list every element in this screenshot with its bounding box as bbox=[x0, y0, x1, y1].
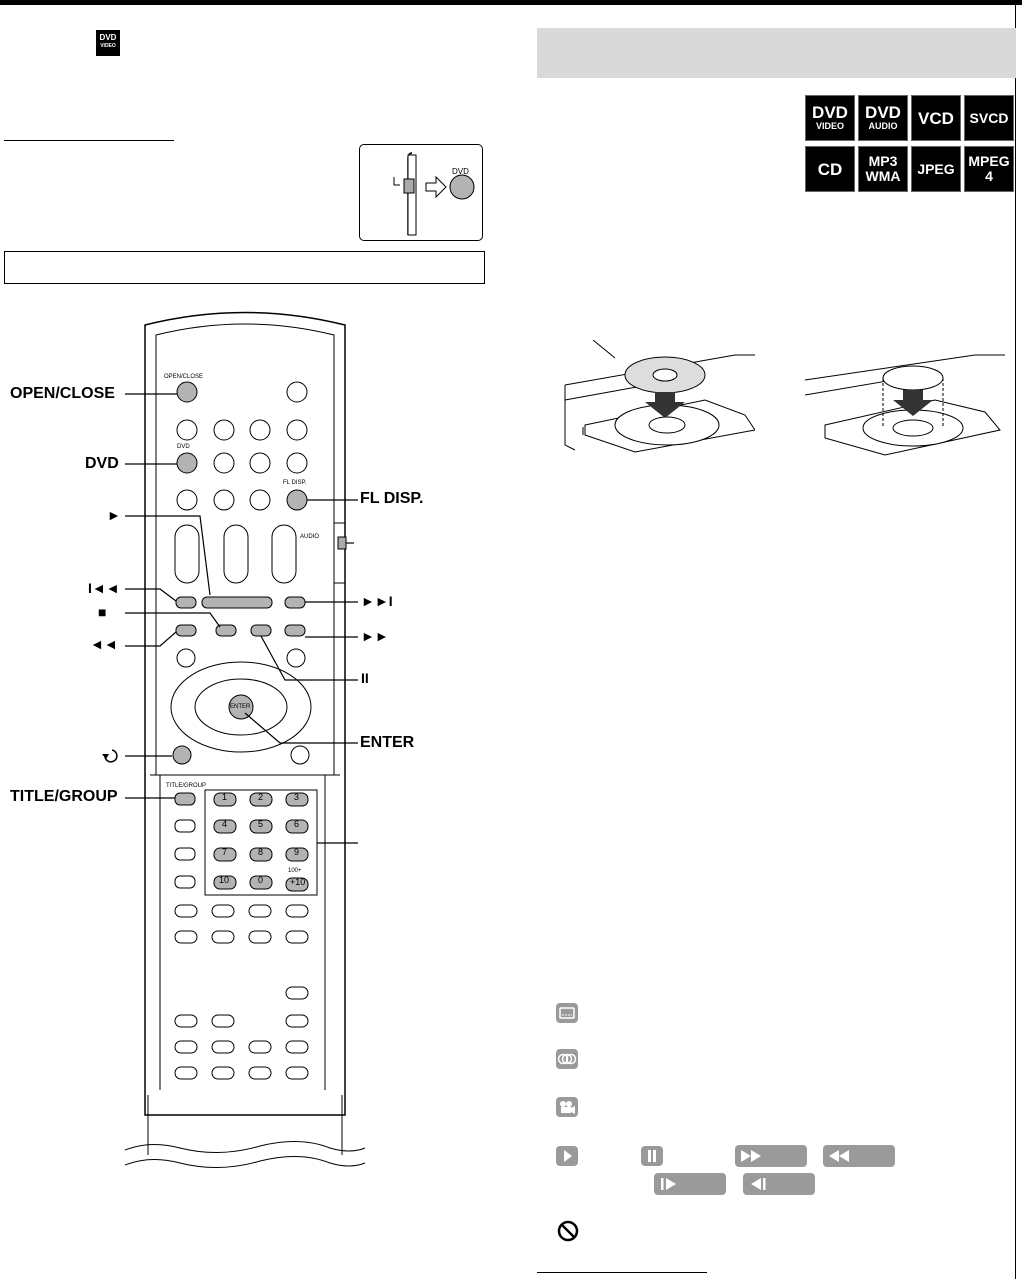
badge-text: MP3 bbox=[868, 153, 898, 169]
label-enter: ENTER bbox=[360, 734, 415, 751]
switch-figure: DVD bbox=[359, 144, 483, 241]
play-icon bbox=[556, 1146, 578, 1166]
label-next: ►►I bbox=[361, 593, 393, 609]
pause-icon bbox=[641, 1146, 663, 1166]
slow-forward-glyph bbox=[661, 1178, 676, 1190]
switch-dvd-label: DVD bbox=[452, 167, 469, 176]
remote-enter-silk: ENTER bbox=[230, 704, 251, 710]
fast-forward-glyph bbox=[741, 1150, 761, 1162]
slow-forward-icon bbox=[654, 1173, 726, 1195]
top-rule bbox=[0, 0, 1022, 5]
section-underline bbox=[4, 140, 174, 141]
remote-open-close-silk: OPEN/CLOSE bbox=[164, 374, 204, 380]
badge-mpeg4: MPEG 4 bbox=[964, 146, 1014, 192]
remote-title-group-silk: TITLE/GROUP bbox=[166, 783, 207, 789]
key-4[interactable]: 4 bbox=[222, 819, 228, 829]
disc-loading-illustration-2 bbox=[805, 354, 1005, 456]
label-ff: ►► bbox=[361, 628, 389, 644]
remote-control bbox=[124, 311, 366, 1168]
slow-reverse-glyph bbox=[751, 1178, 766, 1190]
badge-svcd: SVCD bbox=[964, 95, 1014, 141]
audio-icon bbox=[556, 1049, 578, 1069]
key-10[interactable]: 10 bbox=[219, 875, 230, 885]
badge-text: CD bbox=[817, 159, 843, 179]
key-0[interactable]: 0 bbox=[258, 875, 264, 885]
badge-subtext: VIDEO bbox=[815, 121, 844, 131]
remote-audio-silk: AUDIO bbox=[300, 534, 320, 540]
key-8[interactable]: 8 bbox=[258, 847, 264, 857]
badge-mp3-wma: MP3 WMA bbox=[858, 146, 908, 192]
fast-reverse-icon bbox=[823, 1145, 895, 1167]
disc-badges: DVD VIDEO DVD AUDIO VCD SVCD CD MP3 WMA … bbox=[805, 95, 1015, 195]
section-header-bar bbox=[537, 28, 1016, 78]
label-stop: ■ bbox=[98, 604, 107, 620]
key-9[interactable]: 9 bbox=[294, 847, 300, 857]
keypad-digits: 1 2 3 4 5 6 7 8 9 10 0 +10 bbox=[214, 792, 324, 902]
badge-text: JPEG bbox=[917, 160, 955, 177]
note-box bbox=[4, 251, 485, 284]
key-6[interactable]: 6 bbox=[294, 819, 300, 829]
badge-cd: CD bbox=[805, 146, 855, 192]
label-rew: ◄◄ bbox=[90, 636, 118, 652]
badge-subtext: 4 bbox=[985, 168, 993, 184]
key-2[interactable]: 2 bbox=[258, 792, 264, 802]
badge-text: MPEG bbox=[968, 153, 1010, 169]
label-open-close: OPEN/CLOSE bbox=[10, 385, 115, 402]
angle-icon bbox=[556, 1097, 578, 1117]
badge-text: DVD bbox=[812, 103, 848, 122]
slow-reverse-icon bbox=[743, 1173, 815, 1195]
badge-sub: VIDEO bbox=[100, 43, 116, 49]
badge-text: VCD bbox=[918, 108, 954, 128]
switch-illustration bbox=[393, 152, 475, 236]
label-play: ► bbox=[107, 507, 121, 523]
prohibited-icon bbox=[557, 1220, 579, 1242]
label-title-group: TITLE/GROUP bbox=[10, 788, 118, 805]
remote-100-silk: 100+ bbox=[288, 868, 302, 874]
return-icon bbox=[102, 749, 118, 763]
fast-reverse-glyph bbox=[829, 1150, 849, 1162]
badge-text: SVCD bbox=[969, 109, 1009, 126]
label-pause: II bbox=[361, 670, 369, 686]
remote-dvd-silk: DVD bbox=[177, 444, 190, 450]
key-3[interactable]: 3 bbox=[294, 792, 300, 802]
subtitle-icon bbox=[556, 1003, 578, 1023]
footnote-rule bbox=[537, 1272, 707, 1273]
key-1[interactable]: 1 bbox=[222, 792, 228, 802]
label-fl-disp: FL DISP. bbox=[360, 490, 424, 507]
badge-subtext: WMA bbox=[865, 168, 901, 184]
badge-jpeg: JPEG bbox=[911, 146, 961, 192]
key-7[interactable]: 7 bbox=[222, 847, 228, 857]
badge-main: DVD bbox=[99, 33, 117, 42]
badge-dvd-video: DVD VIDEO bbox=[805, 95, 855, 141]
label-dvd: DVD bbox=[85, 455, 119, 472]
badge-subtext: AUDIO bbox=[868, 121, 898, 131]
disc-loading-illustration-1 bbox=[564, 340, 755, 453]
label-prev: I◄◄ bbox=[88, 580, 120, 596]
badge-dvd-audio: DVD AUDIO bbox=[858, 95, 908, 141]
key-plus10[interactable]: +10 bbox=[290, 877, 306, 887]
dvd-video-badge: DVD VIDEO bbox=[96, 30, 120, 56]
remote-fl-disp-silk: FL DISP. bbox=[283, 480, 307, 486]
badge-vcd: VCD bbox=[911, 95, 961, 141]
fast-forward-icon bbox=[735, 1145, 807, 1167]
right-rule bbox=[1015, 5, 1016, 1279]
badge-text: DVD bbox=[865, 103, 901, 122]
key-5[interactable]: 5 bbox=[258, 819, 264, 829]
